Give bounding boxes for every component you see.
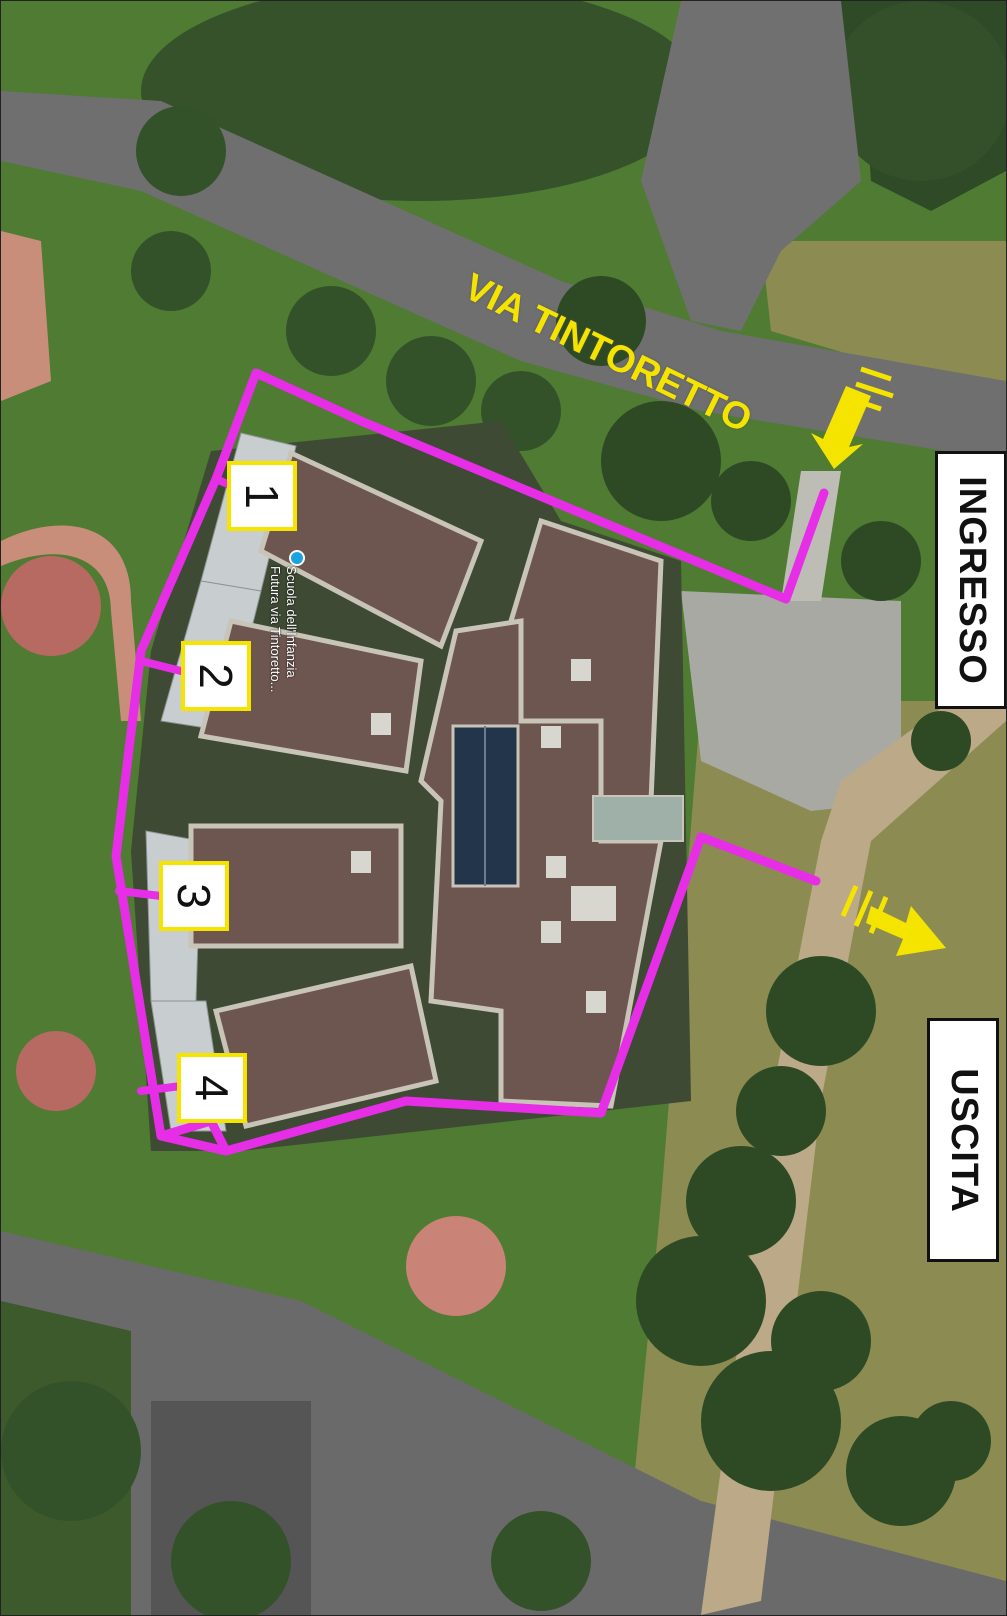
playground-path [1, 525, 141, 721]
playground-circle [16, 1031, 96, 1111]
marker-1: 1 [227, 461, 297, 531]
school-perimeter-route [111, 368, 829, 1156]
tree-cluster [831, 1, 1006, 181]
poi-label-line2: Futura via Tintoretto... [268, 566, 283, 693]
road-via-tintoretto [1, 91, 1006, 461]
solar-panels [451, 724, 684, 888]
playground-circle [1, 556, 101, 656]
poi-label-line1: Scuola dell'Infanzia [284, 566, 299, 678]
roof-skylights [351, 659, 616, 1013]
paved-courtyard [681, 591, 901, 811]
marker-3: 3 [159, 861, 229, 931]
marker-4: 4 [177, 1053, 247, 1123]
marker-2: 2 [181, 641, 251, 711]
playground-circle [406, 1216, 506, 1316]
exit-label: USCITA [927, 1018, 999, 1262]
trees-right [556, 276, 991, 1526]
poi-pin-icon[interactable] [289, 550, 305, 566]
poi-label[interactable]: Scuola dell'Infanzia Futura via Tintoret… [267, 566, 299, 692]
playground-path-top [1, 231, 51, 401]
exit-arrow-icon [840, 885, 946, 956]
road-parking [641, 1, 861, 331]
tree-cluster [141, 1, 701, 201]
entrance-label: INGRESSO [935, 451, 1006, 709]
entrance-arrow-icon [811, 366, 894, 469]
trees-left [1, 106, 591, 1615]
dry-grass-top [761, 241, 1006, 401]
